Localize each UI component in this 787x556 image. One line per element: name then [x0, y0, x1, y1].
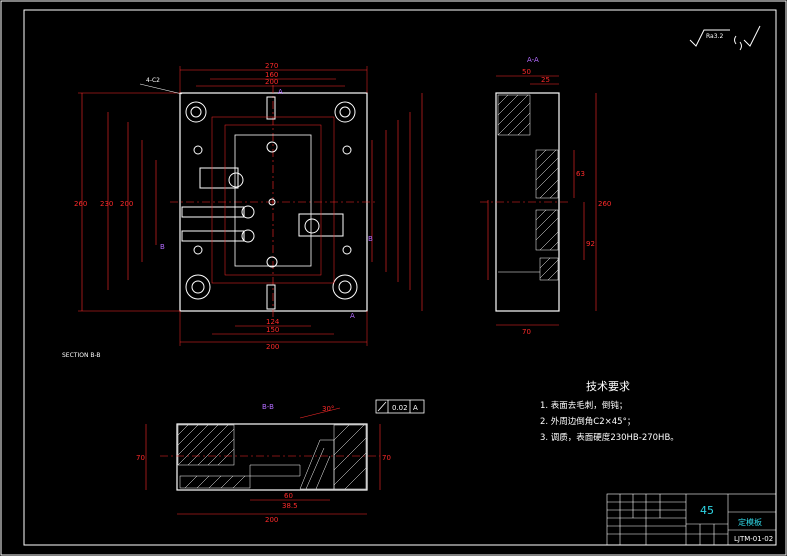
tolerance-value: 0.02: [392, 404, 408, 412]
roughness-symbol: [689, 25, 761, 51]
front-dim-span1: 160: [265, 71, 278, 79]
bb-dim-385: 38.5: [282, 502, 298, 510]
front-section-a-mark-top: A: [278, 88, 283, 96]
front-dim-h1: 230: [100, 200, 113, 208]
front-section-b-mark-right: B: [368, 235, 373, 243]
front-section-a-mark-bottom: A: [350, 312, 355, 320]
front-dim-bottom2: 150: [266, 326, 279, 334]
section-bb-caption: SECTION B-B: [62, 352, 101, 359]
side-dim-width: 70: [522, 328, 531, 336]
section-bb-view: [145, 399, 425, 515]
tech-req-item-1: 1. 表面去毛刺，倒钝；: [540, 400, 627, 411]
front-view: [78, 66, 423, 346]
front-dim-bottom1: 124: [266, 318, 280, 326]
bb-dim-width: 200: [265, 516, 278, 524]
front-dim-width: 270: [265, 62, 278, 70]
bb-dim-angle: 30°: [322, 405, 334, 413]
title-block: [606, 493, 777, 546]
front-chamfer-label: 4-C2: [146, 77, 160, 84]
tech-req-heading: 技术要求: [586, 380, 630, 393]
front-dim-bottom3: 200: [266, 343, 279, 351]
front-section-b-mark-left: B: [160, 243, 165, 251]
bb-dim-height-right: 70: [382, 454, 391, 462]
side-dim-92: 92: [586, 240, 595, 248]
section-bb-title: B-B: [262, 403, 274, 411]
bb-dim-60: 60: [284, 492, 293, 500]
front-dim-h2: 200: [120, 200, 133, 208]
tech-req-item-2: 2. 外周边倒角C2×45°；: [540, 416, 635, 427]
title-part-name: 定模板: [738, 517, 762, 527]
roughness-value: Ra3.2: [706, 33, 723, 40]
side-dim-top2: 50: [522, 68, 531, 76]
tolerance-datum: A: [413, 404, 418, 412]
tech-req-item-3: 3. 调质，表面硬度230HB-270HB。: [540, 432, 679, 443]
bb-dim-height-left: 70: [136, 454, 145, 462]
side-view: [480, 75, 597, 326]
front-dim-span2: 200: [265, 78, 278, 86]
inner-frame: [23, 9, 777, 546]
side-dim-63: 63: [576, 170, 585, 178]
title-material: 45: [700, 504, 714, 517]
title-drawing-number: LJTM-01-02: [734, 535, 773, 543]
front-dim-height: 260: [74, 200, 87, 208]
side-dim-top1: 25: [541, 76, 550, 84]
side-dim-height: 260: [598, 200, 611, 208]
section-aa-title: A-A: [527, 56, 539, 64]
